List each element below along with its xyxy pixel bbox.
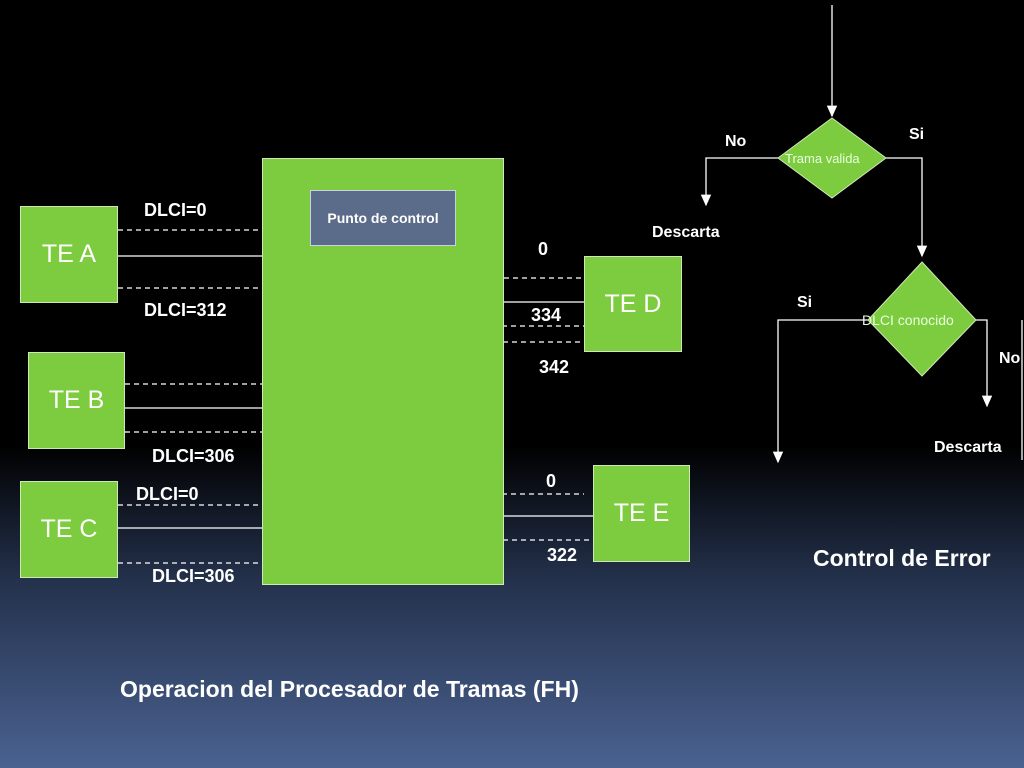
terminal-te-b: TE B xyxy=(28,352,125,449)
flow-label-descarta-1: Descarta xyxy=(652,224,720,241)
page-title: Operacion del Procesador de Tramas (FH) xyxy=(120,676,579,702)
decision-trama-valida xyxy=(777,117,887,199)
decision-dlci-conocido xyxy=(867,261,977,377)
terminal-te-a: TE A xyxy=(20,206,118,303)
terminal-te-d: TE D xyxy=(584,256,682,352)
port-number-d-0: 0 xyxy=(538,239,549,259)
error-control-title: Control de Error xyxy=(813,545,991,571)
flow-yes-arrow-2 xyxy=(772,319,868,464)
flow-yes-arrow-1 xyxy=(886,157,928,258)
flow-label-no-1: No xyxy=(725,133,747,150)
dlci-label-b-bottom: DLCI=306 xyxy=(152,446,235,466)
decision-trama-valida-label: Trama valida xyxy=(785,151,860,166)
flow-label-si-2: Si xyxy=(797,294,813,311)
dlci-label-c-bottom: DLCI=306 xyxy=(152,566,235,586)
terminal-te-e: TE E xyxy=(593,465,690,562)
dlci-label-a-top: DLCI=0 xyxy=(144,200,207,220)
decision-dlci-conocido-label: DLCI conocido xyxy=(862,312,954,328)
port-number-d-342: 342 xyxy=(539,357,570,377)
port-number-e-0: 0 xyxy=(546,471,557,491)
port-number-d-334: 334 xyxy=(531,305,562,325)
port-number-e-322: 322 xyxy=(547,545,578,565)
dlci-label-c-top: DLCI=0 xyxy=(136,484,199,504)
terminal-te-c: TE C xyxy=(20,481,118,578)
flow-label-si-1: Si xyxy=(909,126,925,143)
dlci-label-a-bottom: DLCI=312 xyxy=(144,300,227,320)
flow-label-descarta-2: Descarta xyxy=(934,439,1002,456)
flow-no-arrow-1 xyxy=(700,157,778,207)
flow-label-no-2: No xyxy=(999,350,1021,367)
flow-no-arrow-2 xyxy=(976,319,993,408)
control-point-box: Punto de control xyxy=(310,190,456,246)
